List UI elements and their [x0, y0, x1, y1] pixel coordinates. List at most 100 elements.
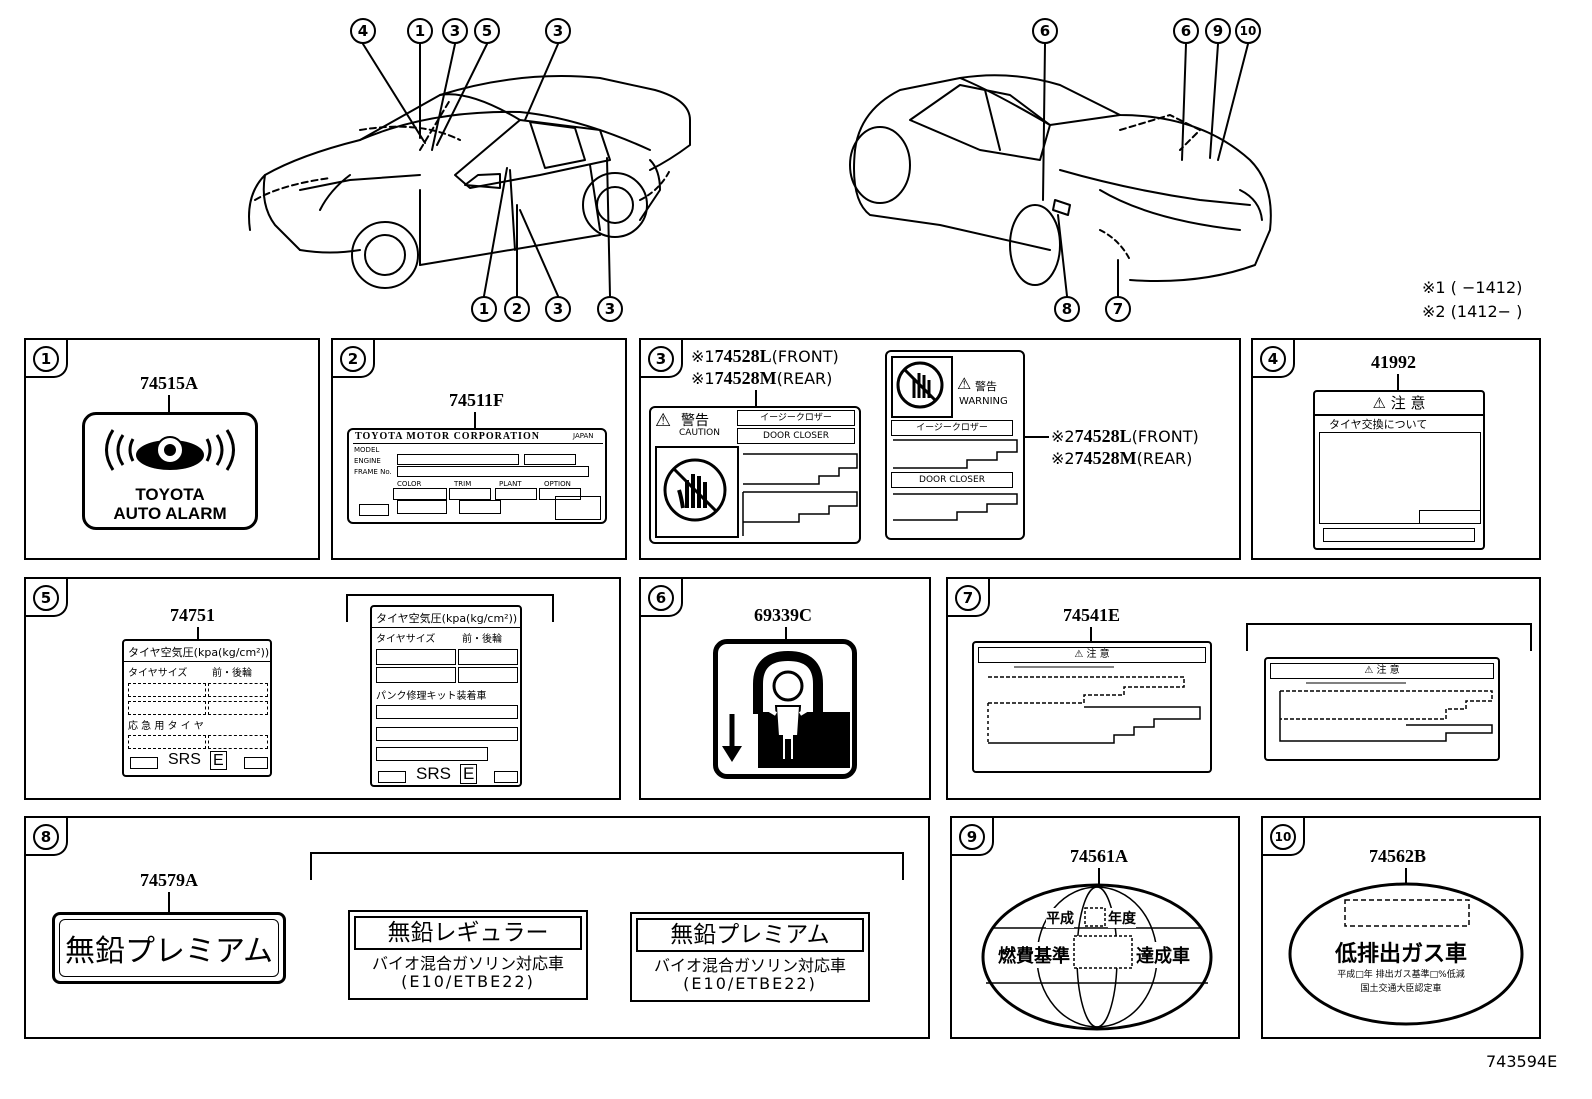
callout-8: 8 — [1054, 296, 1080, 322]
callout-3: 3 — [545, 18, 571, 44]
caution-text: CAUTION — [679, 428, 720, 438]
heisei: 平成 — [1046, 908, 1074, 928]
note-line1: ※174528L(FRONT) — [691, 346, 839, 367]
part-number: 74515A — [140, 373, 198, 393]
rear-view-car-drawing — [849, 74, 1272, 286]
premium-text: 無鉛プレミアム — [59, 919, 279, 977]
japan: JAPAN — [573, 432, 594, 440]
note-line2: ※174528M(REAR) — [691, 368, 832, 389]
panel-1: 1 74515A TOYOTA AUTO ALARM — [24, 338, 320, 560]
part-number: 74561A — [1070, 846, 1128, 866]
repair-kit: パンク修理キット装着車 — [376, 691, 487, 702]
srs: SRS — [416, 764, 451, 783]
emission-standard: 平成□年 排出ガス基準□%低減 — [1337, 970, 1465, 980]
child-lock-label — [713, 639, 857, 779]
panel-4: 4 41992 ⚠ 注 意 タイヤ交換について — [1251, 338, 1541, 560]
unleaded-regular-bio-label: 無鉛レギュラー バイオ混合ガソリン対応車 (E10/ETBE22) — [348, 910, 588, 1000]
e10-text: (E10/ETBE22) — [683, 974, 817, 993]
nendo: 年度 — [1108, 908, 1136, 928]
marker: ※2 — [1051, 449, 1075, 468]
nenpi-kijun: 燃費基準 — [998, 942, 1070, 968]
vehicle-id-plate: TOYOTA MOTOR CORPORATION JAPAN MODEL ENG… — [347, 428, 607, 524]
callout-7: 7 — [1105, 296, 1131, 322]
certification: 国土交通大臣認定車 — [1360, 984, 1442, 994]
note-line4: ※274528M(REAR) — [1051, 448, 1192, 469]
auto-alarm-label: TOYOTA AUTO ALARM — [82, 412, 258, 530]
chui-header: ⚠ 注 意 — [1270, 663, 1494, 679]
note-2: ※2 (1412− ) — [1422, 302, 1523, 321]
panel-number: 6 — [648, 585, 674, 611]
callout-3: 3 — [597, 296, 623, 322]
part-number: 74751 — [170, 605, 215, 625]
part-number: 74528M — [714, 368, 777, 388]
position: (FRONT) — [771, 347, 839, 366]
no-hand-icon — [891, 356, 953, 418]
diagram-id: 743594E — [1486, 1052, 1558, 1071]
part-number: 74528M — [1074, 448, 1137, 468]
panel-number: 8 — [33, 824, 59, 850]
trim: TRIM — [454, 480, 472, 488]
spare-tire-caution-label: ⚠ 注 意 — [972, 641, 1212, 773]
title: タイヤ空気圧(kpa(kg/cm²)) — [376, 612, 518, 625]
front-rear: 前・後輪 — [212, 668, 252, 679]
warning-triangle-icon: ⚠ — [1364, 665, 1374, 676]
warning-triangle-icon: ⚠ — [957, 374, 972, 393]
part-number: 74579A — [140, 870, 198, 890]
maker: TOYOTA MOTOR CORPORATION — [355, 431, 540, 442]
callout-5: 5 — [474, 18, 500, 44]
panel-number: 5 — [33, 585, 59, 611]
srs: SRS — [168, 751, 201, 768]
tire-size: タイヤサイズ — [376, 634, 436, 645]
panel-7: 7 74541E ⚠ 注 意 ⚠ 注 意 — [946, 577, 1541, 800]
warning-triangle-icon: ⚠ — [1372, 394, 1386, 412]
callout-2: 2 — [504, 296, 530, 322]
part-number: 69339C — [754, 605, 812, 625]
title: タイヤ空気圧(kpa(kg/cm²)) — [128, 646, 270, 659]
alarm-line2: AUTO ALARM — [113, 504, 227, 523]
part-number: 74528L — [1074, 426, 1132, 446]
callout-1: 1 — [407, 18, 433, 44]
warning-triangle-icon: ⚠ — [655, 410, 672, 431]
tire-size: タイヤサイズ — [128, 668, 188, 679]
door-closer: DOOR CLOSER — [737, 428, 855, 444]
regular-text: 無鉛レギュラー — [354, 916, 582, 950]
callout-6: 6 — [1032, 18, 1058, 44]
unleaded-premium-label: 無鉛プレミアム — [52, 912, 286, 984]
bio-text: バイオ混合ガソリン対応車 — [371, 954, 564, 973]
marker: ※2 — [1051, 427, 1075, 446]
frame: FRAME No. — [354, 468, 392, 476]
warning-triangle-icon: ⚠ — [1074, 649, 1084, 660]
part-number: 41992 — [1371, 352, 1416, 372]
callout-10: 10 — [1235, 18, 1261, 44]
keikoku2: 警告 — [975, 380, 997, 393]
caution-text-lines — [987, 666, 1201, 744]
model: MODEL — [354, 446, 380, 454]
e-mark: E — [210, 751, 227, 770]
panel-3: 3 ※174528L(FRONT) ※174528M(REAR) ※274528… — [639, 338, 1241, 560]
caution-label: ⚠ 警告 CAUTION イージークロザー DOOR CLOSER — [649, 406, 861, 544]
note-1: ※1 ( −1412) — [1422, 278, 1523, 297]
low-emission-sticker — [1288, 882, 1524, 1026]
marker: ※1 — [691, 347, 715, 366]
part-number: 74528L — [714, 346, 772, 366]
callout-3: 3 — [545, 296, 571, 322]
callout-1: 1 — [471, 296, 497, 322]
caution-text-lines — [742, 453, 858, 536]
fuel-economy-sticker — [981, 883, 1213, 1031]
tire-change-label: ⚠ 注 意 タイヤ交換について — [1313, 390, 1485, 550]
warning-text-lines — [893, 439, 1018, 469]
callout-4: 4 — [350, 18, 376, 44]
panel-number: 7 — [955, 585, 981, 611]
part-number: 74511F — [449, 390, 505, 410]
panel-number: 3 — [648, 346, 674, 372]
unleaded-premium-bio-label: 無鉛プレミアム バイオ混合ガソリン対応車 (E10/ETBE22) — [630, 912, 870, 1002]
panel-8: 8 74579A 無鉛プレミアム 無鉛レギュラー バイオ混合ガソリン対応車 (E… — [24, 816, 930, 1039]
chui-header: ⚠ 注 意 — [978, 647, 1206, 663]
tire-pressure-label: タイヤ空気圧(kpa(kg/cm²)) タイヤサイズ 前・後輪 応 急 用 タ … — [122, 639, 272, 777]
position: (REAR) — [1136, 449, 1193, 468]
spare-tire-caution-label-alt: ⚠ 注 意 — [1264, 657, 1500, 761]
e-mark: E — [460, 764, 478, 784]
tire-pressure-label-kit: タイヤ空気圧(kpa(kg/cm²)) タイヤサイズ 前・後輪 パンク修理キット… — [370, 605, 522, 787]
caution-text-lines — [1279, 682, 1493, 742]
panel-5: 5 74751 タイヤ空気圧(kpa(kg/cm²)) タイヤサイズ 前・後輪 … — [24, 577, 621, 800]
